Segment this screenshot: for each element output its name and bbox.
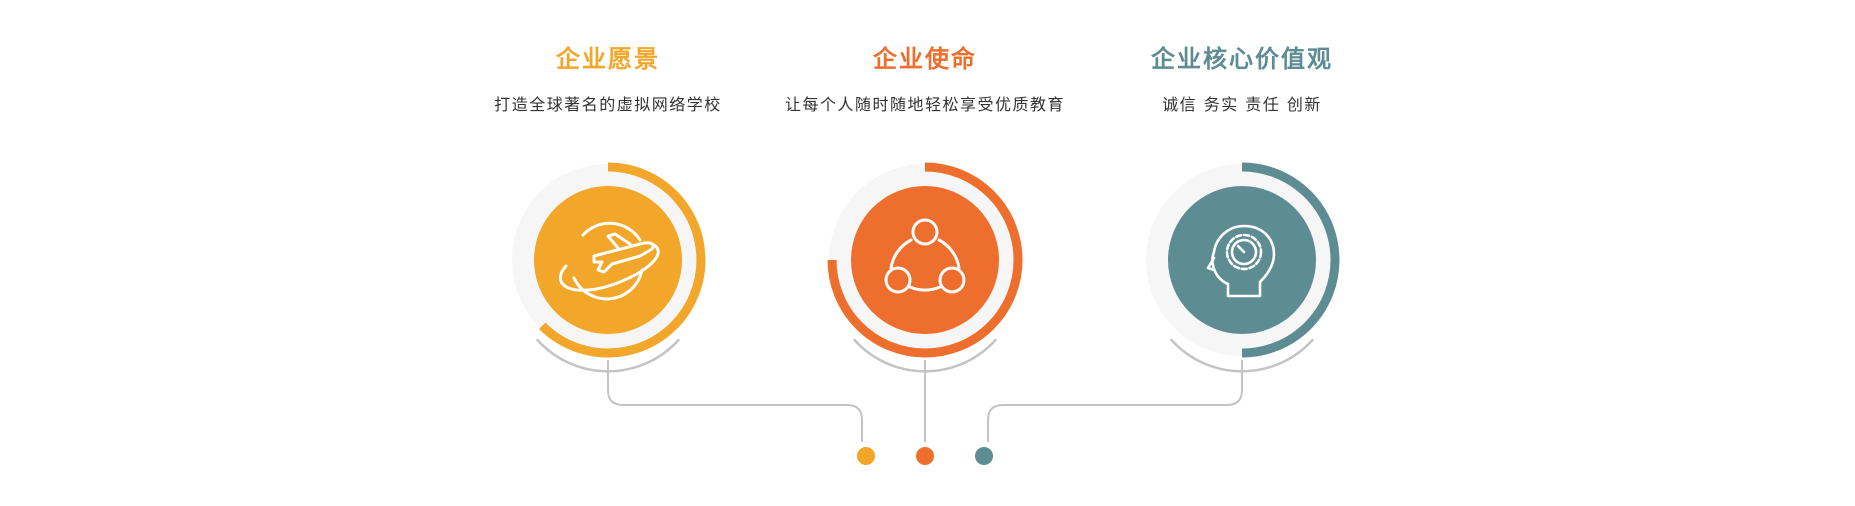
vision-ring-arc: [539, 162, 706, 358]
vision-disc: [534, 186, 682, 334]
values-connector: [987, 360, 1243, 442]
airplane-globe-icon: [558, 221, 660, 301]
share-network-icon: [884, 218, 966, 294]
mission-ring-arc: [827, 162, 1023, 358]
mission-dot: [916, 447, 934, 465]
mission-title: 企业使命: [873, 45, 977, 73]
values-ring-arc: [1241, 162, 1340, 358]
values-description: 诚信 务实 责任 创新: [1162, 95, 1322, 114]
mission-description: 让每个人随时随地轻松享受优质教育: [784, 95, 1065, 114]
values-title: 企业核心价值观: [1151, 45, 1333, 73]
values-dot: [975, 447, 993, 465]
vision-connector: [607, 360, 863, 442]
vision-title: 企业愿景: [556, 45, 660, 73]
vision-description: 打造全球著名的虚拟网络学校: [494, 95, 722, 114]
values-disc: [1168, 186, 1316, 334]
connector-lines: [607, 360, 1243, 442]
mission-circle-group: [827, 162, 1023, 373]
vision-circle-group: [512, 162, 706, 373]
values-circle-group: [1146, 162, 1340, 373]
mission-disc: [851, 186, 999, 334]
vision-dot: [857, 447, 875, 465]
head-gear-icon: [1206, 224, 1276, 298]
